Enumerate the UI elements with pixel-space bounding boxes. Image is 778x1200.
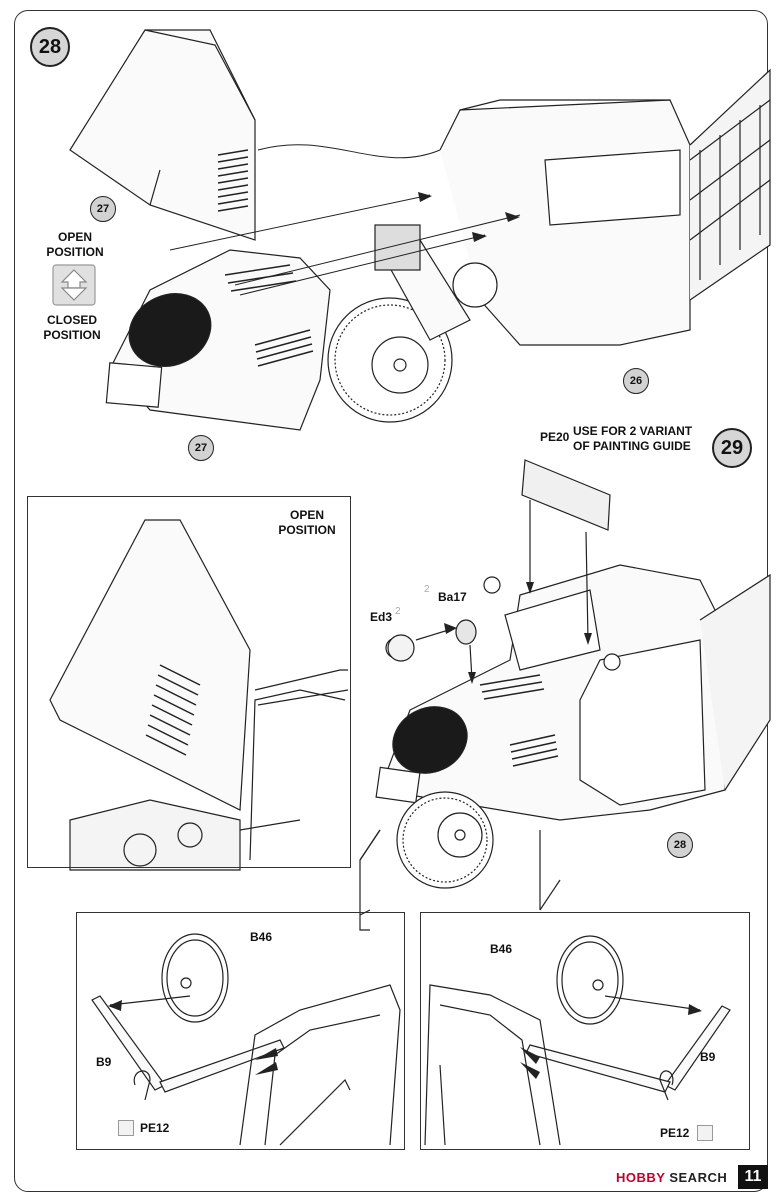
hood-closed <box>105 249 331 431</box>
ba17-qty: 2 <box>424 584 430 595</box>
pe12-label-right: PE12 <box>660 1126 690 1140</box>
part-callout-28: 28 <box>667 832 693 858</box>
step-number-28: 28 <box>30 27 70 67</box>
open-position-line1: OPEN <box>57 230 92 244</box>
part-callout-27-bottom: 27 <box>188 435 214 461</box>
ba17-label: Ba17 <box>438 590 467 604</box>
watermark-rest: SEARCH <box>669 1170 728 1185</box>
inset-open-line2: POSITION <box>278 523 336 537</box>
etch-icon-left <box>118 1120 134 1136</box>
closed-position-line1: CLOSED <box>46 313 97 327</box>
pe20-label: PE20 <box>540 430 570 444</box>
pe12-label-left: PE12 <box>140 1121 170 1135</box>
variant-note: USE FOR 2 VARIANT OF PAINTING GUIDE <box>573 424 692 454</box>
detail-left-frame <box>76 912 405 1150</box>
vehicle-cab-step29 <box>375 564 771 889</box>
hood-open-top <box>69 29 256 241</box>
detail-right-frame <box>420 912 750 1150</box>
page-number: 11 <box>738 1165 768 1189</box>
open-closed-icon <box>52 264 96 306</box>
pe20-part <box>521 459 611 531</box>
ed3-label: Ed3 <box>370 610 393 624</box>
variant-note-line2: OF PAINTING GUIDE <box>573 439 691 453</box>
detail-right-illustration <box>424 935 731 1146</box>
b46-label-right: B46 <box>490 942 513 956</box>
open-position-inset <box>27 496 351 868</box>
open-position-label: OPEN POSITION <box>40 230 110 260</box>
open-position-line2: POSITION <box>46 245 104 259</box>
inset-open-position-label: OPEN POSITION <box>272 508 342 538</box>
watermark: HOBBY SEARCH <box>616 1170 727 1185</box>
b9-label-left: B9 <box>96 1055 112 1069</box>
closed-position-label: CLOSED POSITION <box>37 313 107 343</box>
vehicle-cab-step28 <box>327 68 771 423</box>
b9-label-right: B9 <box>700 1050 716 1064</box>
inset-open-line1: OPEN <box>289 508 324 522</box>
ed3-qty: 2 <box>395 606 401 617</box>
variant-note-line1: USE FOR 2 VARIANT <box>573 424 693 438</box>
watermark-brand: HOBBY <box>616 1170 666 1185</box>
step-number-29: 29 <box>712 428 752 468</box>
detail-connectors <box>359 829 561 911</box>
b46-label-left: B46 <box>250 930 273 944</box>
detail-left-illustration <box>91 933 401 1146</box>
part-callout-26: 26 <box>623 368 649 394</box>
closed-position-line2: POSITION <box>43 328 101 342</box>
etch-icon-right <box>697 1125 713 1141</box>
inset-illustration <box>49 519 349 871</box>
part-callout-27-top: 27 <box>90 196 116 222</box>
